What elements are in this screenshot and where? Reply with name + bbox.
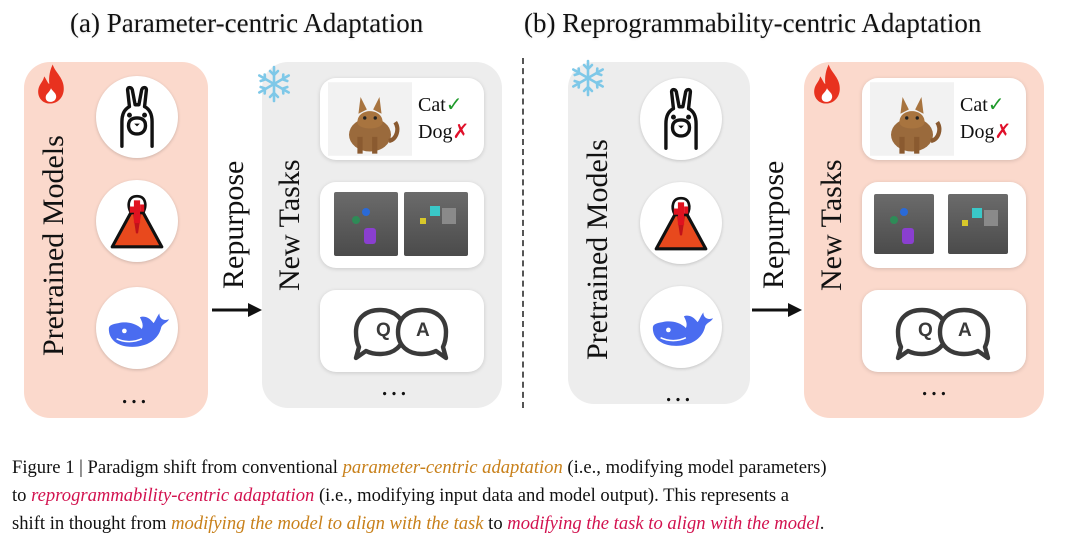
caption-highlight: parameter-centric adaptation [342, 457, 563, 478]
left-title: (a) Parameter-centric Adaptation [70, 8, 424, 38]
scene-image [334, 192, 398, 256]
caption-text: to [12, 485, 32, 506]
qa-icon [890, 304, 1000, 364]
right-visual-card [862, 182, 1026, 268]
check-icon: ✓ [987, 94, 1005, 116]
scene-image [404, 192, 468, 256]
caption-line-1: Figure 1 | Paradigm shift from conventio… [12, 454, 827, 482]
cross-icon: ✗ [452, 121, 470, 143]
qa-q-label: Q [918, 320, 933, 341]
right-tasks-label: New Tasks [815, 159, 848, 291]
figure-caption: Figure 1 | Paradigm shift from conventio… [12, 454, 827, 538]
cat-image [328, 82, 412, 156]
qa-icon [348, 304, 458, 364]
scene-image [948, 194, 1008, 254]
snowflake-icon [257, 65, 291, 103]
left-qa-card: Q A [320, 290, 484, 372]
right-classification-card: Cat✓ Dog✗ [862, 78, 1026, 160]
caption-text: Figure 1 | Paradigm shift from conventio… [12, 457, 343, 478]
left-models-label: Pretrained Models [37, 135, 70, 357]
caption-highlight: reprogrammability-centric adaptation [31, 485, 315, 506]
caption-text: to [483, 513, 508, 534]
snowflake-icon [571, 59, 605, 97]
left-classification-card: Cat✓ Dog✗ [320, 78, 484, 160]
cat-image [870, 82, 954, 156]
cat-label: Cat [960, 94, 988, 116]
cross-icon: ✗ [994, 121, 1012, 143]
check-icon: ✓ [445, 94, 463, 116]
left-arrow-icon [212, 303, 262, 317]
whale-icon [640, 286, 722, 368]
volcano-icon [96, 180, 178, 262]
caption-text: . [819, 513, 825, 534]
qa-a-label: A [416, 320, 430, 341]
volcano-icon [640, 182, 722, 264]
caption-highlight: modifying the task to align with the mod… [507, 513, 820, 534]
whale-icon [96, 287, 178, 369]
qa-q-label: Q [376, 320, 391, 341]
dog-label: Dog [418, 121, 453, 143]
caption-highlight: modifying the model to align with the ta… [171, 513, 484, 534]
right-cat-row: Cat✓ Dog✗ [960, 92, 1011, 146]
caption-line-2: to reprogrammability-centric adaptation … [12, 482, 827, 510]
llama-icon [640, 78, 722, 160]
left-visual-card [320, 182, 484, 268]
left-cat-row: Cat✓ Dog✗ [418, 92, 469, 146]
scene-image [874, 194, 934, 254]
dog-label: Dog [960, 121, 995, 143]
caption-line-3: shift in thought from modifying the mode… [12, 510, 827, 538]
caption-text: (i.e., modifying model parameters) [562, 457, 827, 478]
caption-text: (i.e., modifying input data and model ou… [314, 485, 790, 506]
qa-a-label: A [958, 320, 972, 341]
right-models-label: Pretrained Models [581, 139, 614, 361]
flame-icon [814, 64, 840, 104]
right-title: (b) Reprogrammability-centric Adaptation [524, 8, 982, 38]
left-repurpose-label: Repurpose [217, 160, 250, 290]
caption-text: shift in thought from [12, 513, 172, 534]
cat-label: Cat [418, 94, 446, 116]
right-repurpose-label: Repurpose [757, 160, 790, 290]
llama-icon [96, 76, 178, 158]
right-models-dots: … [664, 377, 695, 408]
left-tasks-label: New Tasks [273, 159, 306, 291]
left-tasks-dots: … [380, 371, 411, 402]
left-models-dots: … [120, 379, 151, 410]
dashed-divider [522, 58, 524, 408]
right-arrow-icon [752, 303, 802, 317]
right-qa-card: Q A [862, 290, 1026, 372]
right-tasks-dots: … [920, 371, 951, 402]
